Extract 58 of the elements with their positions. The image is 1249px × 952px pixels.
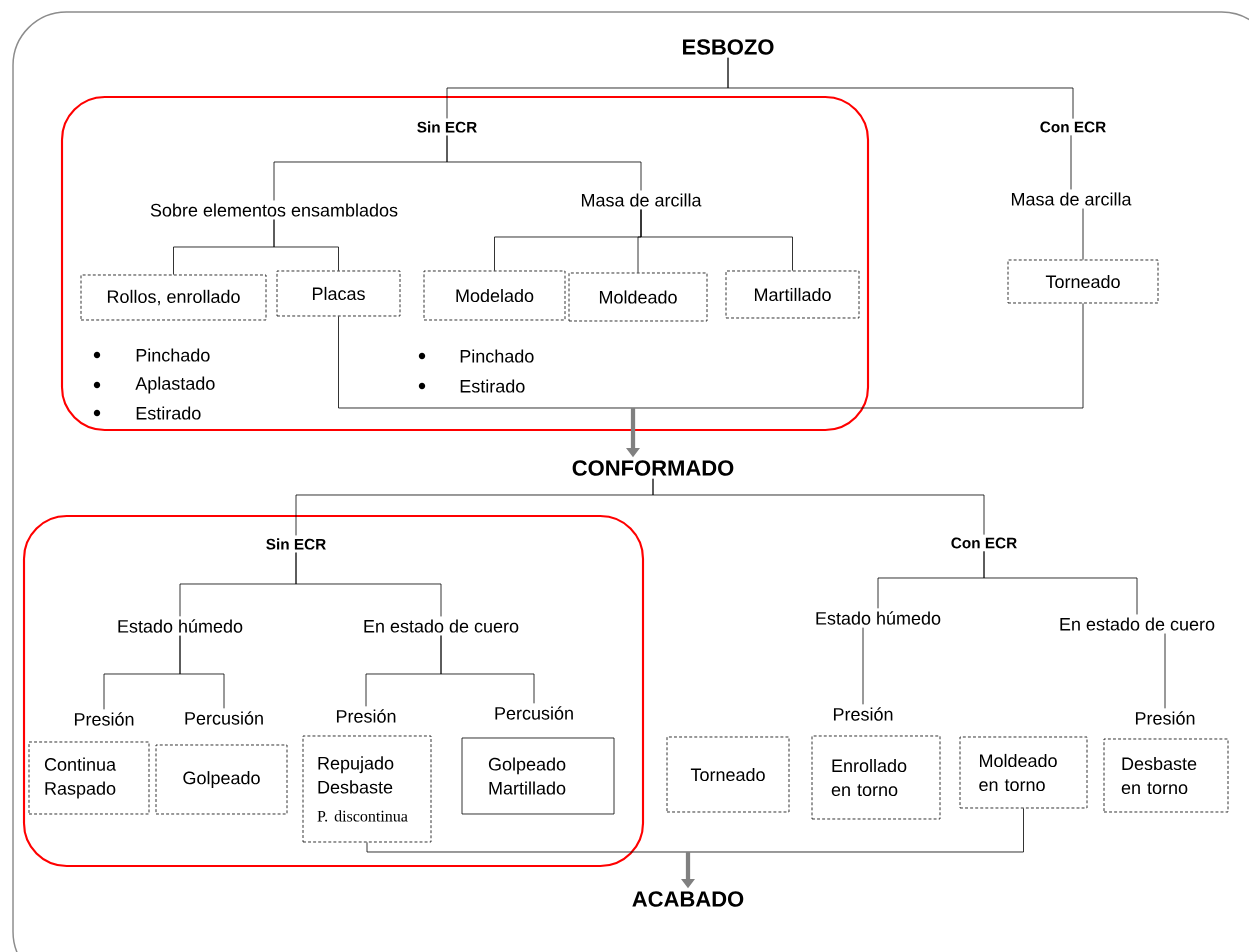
connector-line (983, 550, 1138, 615)
node-label: Estado húmedo (816, 611, 941, 625)
list-item: Estirado (93, 406, 201, 420)
process-box: Modelado (423, 270, 566, 321)
node-label: Presión (834, 707, 893, 721)
connector-line (652, 478, 985, 536)
process-box: Moldeado en torno (959, 736, 1088, 809)
list-item: Pinchado (418, 349, 534, 363)
node-label: Percusión (185, 711, 263, 725)
heading: Con ECR (951, 537, 1017, 549)
node-label: En estado de cuero (1060, 617, 1215, 631)
process-box: Golpeado Martillado (461, 737, 615, 815)
connector-line (338, 316, 634, 409)
node-label: Presión (75, 712, 134, 726)
process-box: Placas (276, 270, 401, 317)
process-box: Martillado (725, 270, 860, 319)
process-box: Torneado (666, 736, 790, 813)
process-box: Golpeado (155, 744, 288, 815)
heading: ESBOZO (683, 39, 774, 55)
connector-line (179, 635, 225, 709)
process-box: Moldeado (568, 272, 708, 322)
node-label: Percusión (495, 706, 573, 720)
connector-line (273, 219, 339, 271)
node-label: Presión (1136, 711, 1195, 725)
group-frame (60, 95, 870, 432)
process-box: Torneado (1007, 259, 1159, 304)
connector-line (440, 635, 535, 704)
node-label: Estado húmedo (118, 619, 243, 633)
connector-line (862, 627, 864, 705)
list-item: Estirado (418, 379, 525, 393)
heading: Con ECR (1040, 121, 1106, 133)
node-label: Masa de arcilla (1011, 192, 1132, 206)
connector-line (1164, 633, 1166, 709)
connector-line (687, 808, 1024, 853)
process-box: Desbaste en torno (1103, 738, 1229, 813)
process-box: Repujado Desbaste P. discontinua (302, 735, 432, 843)
node-label: Presión (337, 709, 396, 723)
connector-line (640, 209, 793, 271)
connector-line (1070, 134, 1072, 190)
heading: ACABADO (632, 891, 744, 907)
connector-line (295, 552, 442, 617)
connector-line (727, 57, 1074, 120)
heading: Sin ECR (417, 121, 477, 133)
node-label: En estado de cuero (364, 619, 519, 633)
connector-line (632, 303, 1084, 409)
list-item: Aplastado (93, 376, 215, 394)
group-frame (22, 514, 645, 868)
connector-line (446, 135, 642, 191)
list-item: Pinchado (93, 348, 210, 362)
connector-line (366, 842, 689, 853)
heading: CONFORMADO (572, 460, 734, 476)
connector-line (1082, 208, 1084, 260)
process-box: Enrollado en torno (811, 735, 941, 820)
node-label: Sobre elementos ensamblados (150, 203, 398, 217)
process-box: Rollos, enrollado (80, 274, 267, 321)
node-label: Masa de arcilla (581, 193, 702, 207)
process-box: Continua Raspado (28, 741, 150, 815)
heading: Sin ECR (266, 538, 326, 550)
